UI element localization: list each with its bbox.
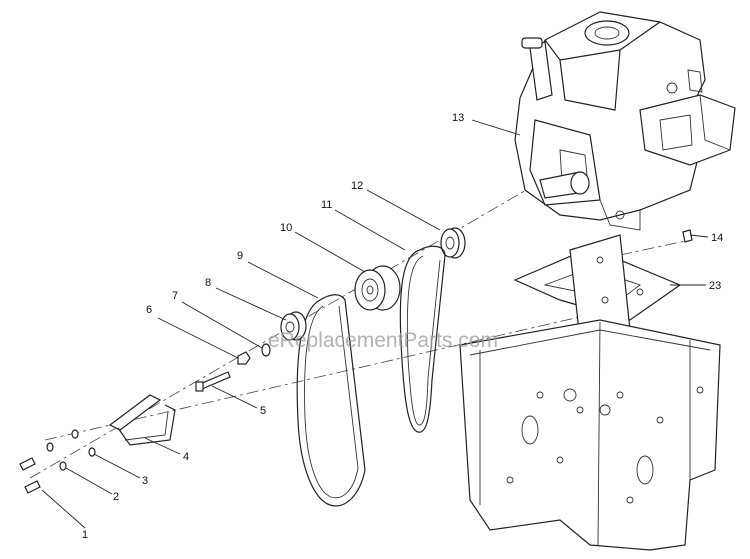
belt-9 — [296, 294, 366, 507]
engine — [514, 11, 736, 231]
callout-5: 5 — [260, 405, 266, 417]
pulley-12 — [440, 227, 466, 259]
callout-4: 4 — [183, 451, 189, 463]
hardware-set — [19, 429, 96, 494]
callout-10: 10 — [280, 222, 292, 234]
washer-7 — [261, 343, 271, 357]
bracket-4 — [108, 394, 176, 446]
callout-labels: 1 2 3 4 5 6 7 8 9 10 11 12 13 14 23 — [82, 112, 723, 541]
nut-6 — [237, 351, 251, 365]
pulley-8 — [280, 311, 307, 341]
leader-lines — [41, 119, 709, 529]
callout-14: 14 — [711, 232, 723, 244]
screw-14 — [682, 229, 693, 243]
callout-11: 11 — [321, 199, 332, 211]
belt-11 — [399, 245, 446, 433]
frame-housing — [459, 319, 721, 551]
pulley-10 — [354, 265, 401, 311]
watermark: eReplacementParts.com — [268, 329, 498, 352]
callout-3: 3 — [142, 475, 148, 487]
callout-7: 7 — [172, 290, 178, 302]
bolt-5 — [195, 371, 231, 392]
callout-8: 8 — [205, 277, 211, 289]
callout-23: 23 — [709, 280, 721, 292]
callout-13: 13 — [452, 112, 464, 124]
callout-12: 12 — [351, 180, 363, 192]
callout-1: 1 — [82, 529, 88, 541]
callout-6: 6 — [146, 304, 152, 316]
callout-2: 2 — [113, 491, 119, 503]
callout-9: 9 — [237, 250, 243, 262]
